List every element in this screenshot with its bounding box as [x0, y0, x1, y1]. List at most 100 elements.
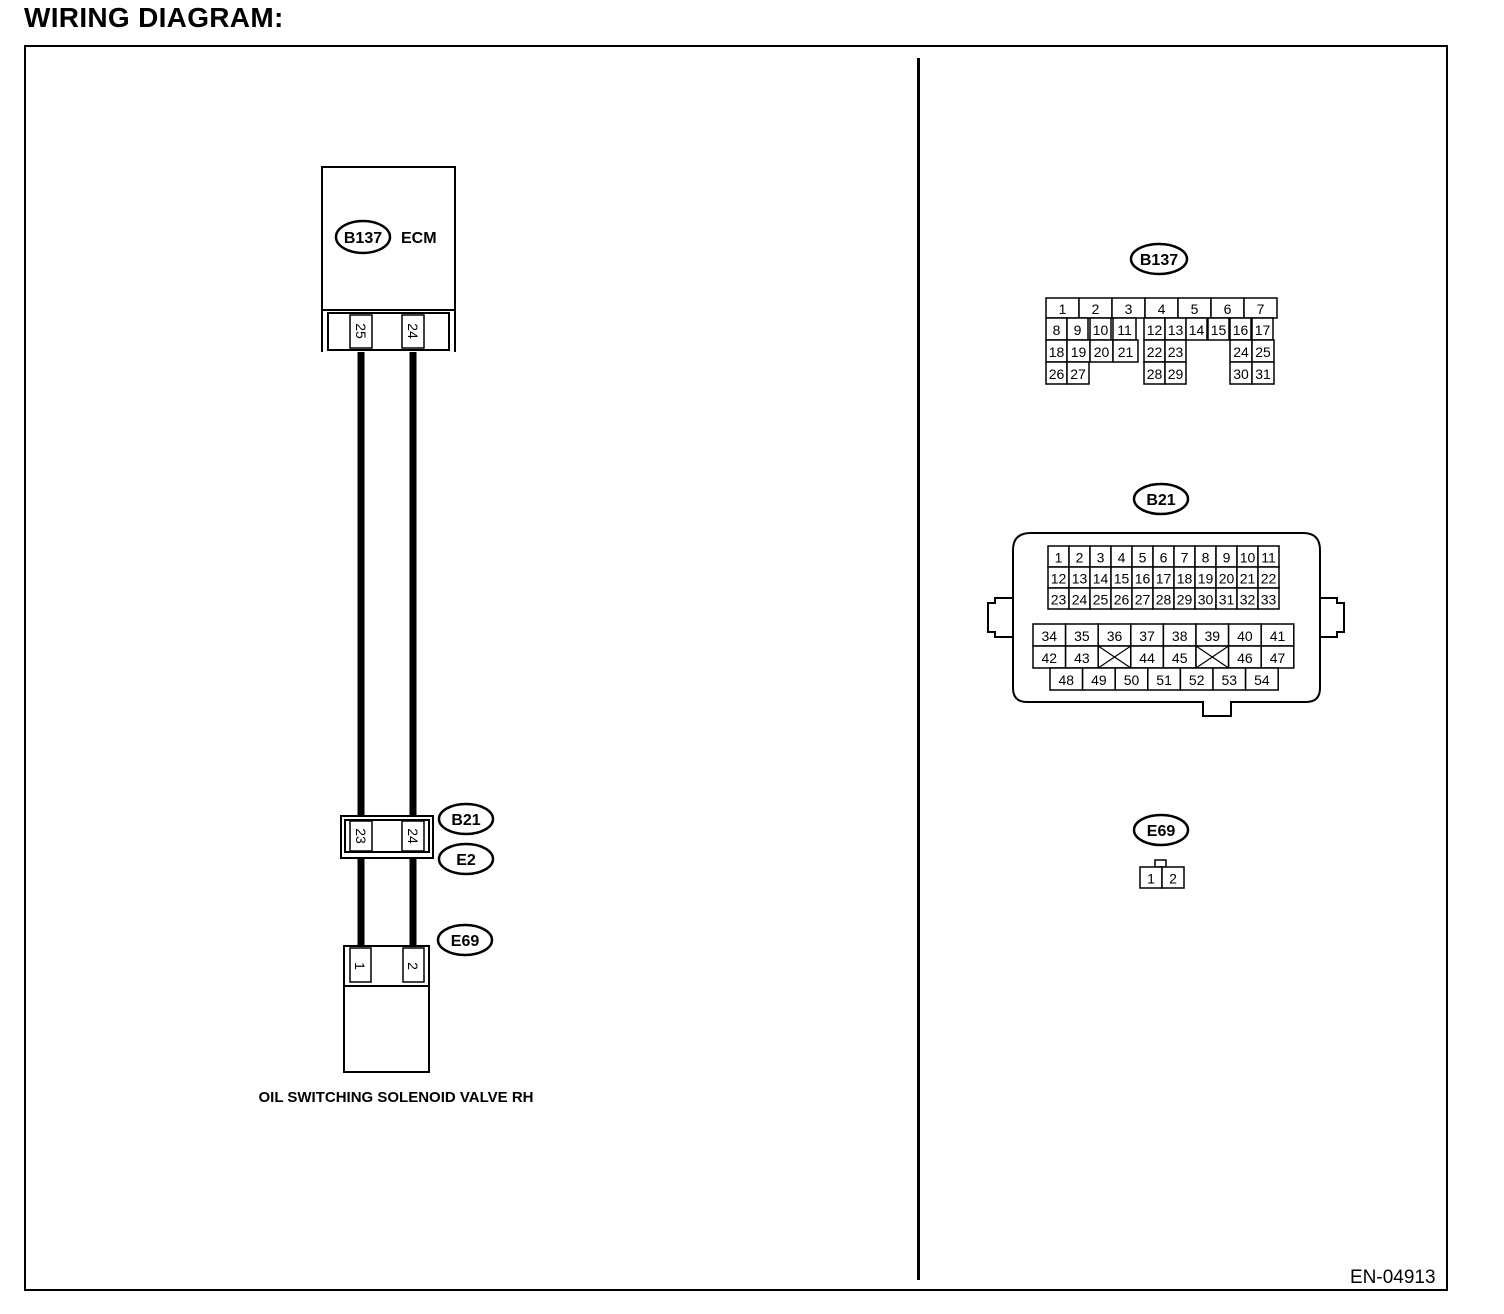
b21-badge	[437, 802, 495, 836]
b137-pin-8: 8	[1053, 322, 1061, 338]
b21-pin-33-cell	[1257, 587, 1280, 610]
b137-pin-15: 15	[1211, 322, 1227, 338]
b21-pin-7: 7	[1181, 550, 1189, 566]
b21-pin-42: 42	[1042, 650, 1058, 666]
b137-pin-14-cell	[1185, 317, 1208, 341]
b137-pin-29-cell	[1164, 361, 1187, 385]
ecm-connector: 25 24	[321, 310, 456, 352]
e69-pin-2: 2	[405, 962, 421, 970]
b137-pin-19: 19	[1071, 344, 1087, 360]
b21-pin-28: 28	[1156, 592, 1172, 608]
b21-pin-13: 13	[1072, 571, 1088, 587]
b21-pin-24: 24	[1072, 592, 1088, 608]
b21-pin-5: 5	[1139, 550, 1147, 566]
b137-pin-31-cell	[1251, 361, 1275, 385]
b21-pin-15: 15	[1114, 571, 1130, 587]
solenoid-body	[343, 985, 430, 1073]
b137-pin-24: 24	[1233, 344, 1249, 360]
b137-pin-2: 2	[1092, 301, 1100, 317]
b21-view-label: B21	[1146, 492, 1175, 509]
b137-pin-4: 4	[1158, 301, 1166, 317]
b21-pin-14: 14	[1093, 571, 1109, 587]
b21-pin-41: 41	[1270, 628, 1286, 644]
b21-pin-19: 19	[1198, 571, 1214, 587]
b21-pin-38: 38	[1172, 628, 1188, 644]
b21-pin-20: 20	[1219, 571, 1235, 587]
b21-pin-4: 4	[1118, 550, 1126, 566]
ecm-pin-25: 25	[353, 323, 369, 339]
e69-pin-1: 1	[352, 962, 368, 970]
b137-pin-22: 22	[1147, 344, 1163, 360]
b21-pin-25: 25	[1093, 592, 1109, 608]
b137-pin-5: 5	[1191, 301, 1199, 317]
b21-pin-34: 34	[1042, 628, 1058, 644]
b137-pin-17: 17	[1255, 322, 1271, 338]
b21-pin-18: 18	[1177, 571, 1193, 587]
b21-pin-37: 37	[1139, 628, 1155, 644]
b21-pin-17: 17	[1156, 571, 1172, 587]
b21-pin-16: 16	[1135, 571, 1151, 587]
b21-pin-50: 50	[1124, 672, 1140, 688]
joint-pin-23: 23	[353, 828, 369, 844]
b137-pin-11: 11	[1117, 322, 1132, 338]
e69-view-pin-2: 2	[1169, 871, 1177, 887]
b21-pin-6: 6	[1160, 550, 1168, 566]
b21-pin-11: 11	[1261, 550, 1276, 566]
b137-pin-18: 18	[1049, 344, 1065, 360]
b21-pin-49: 49	[1091, 672, 1107, 688]
b21-pin-8: 8	[1202, 550, 1210, 566]
e69-view-label: E69	[1147, 823, 1176, 840]
b21-pin-36: 36	[1107, 628, 1123, 644]
b21-pin-3: 3	[1097, 550, 1105, 566]
b21-left-latch	[987, 597, 1013, 638]
b137-pin-14: 14	[1189, 322, 1205, 338]
b21-pin-40: 40	[1237, 628, 1253, 644]
b137-pin-21-cell	[1112, 339, 1139, 363]
b21-pin-43: 43	[1074, 650, 1090, 666]
b21-pin-51: 51	[1156, 672, 1172, 688]
e69-view-pin-2-cell	[1161, 866, 1185, 889]
b137-pin-28: 28	[1147, 366, 1163, 382]
b21-pin-27: 27	[1135, 592, 1151, 608]
b21-pin-52: 52	[1189, 672, 1205, 688]
ecm-pin-24: 24	[405, 323, 421, 339]
b21-pin-33: 33	[1261, 592, 1277, 608]
b21-pin-blank-5-blank-mark	[1195, 645, 1229, 669]
b137-pin-29: 29	[1168, 366, 1184, 382]
b137-pin-27: 27	[1070, 366, 1086, 382]
ecm-connector-badge	[334, 219, 392, 255]
b21-pin-26: 26	[1114, 592, 1130, 608]
wire-harness	[357, 352, 417, 948]
b21-right-latch	[1320, 597, 1345, 638]
b137-view-label: B137	[1140, 252, 1178, 269]
b21-pin-44: 44	[1139, 650, 1155, 666]
b137-pin-9: 9	[1074, 322, 1082, 338]
b21-pin-53: 53	[1222, 672, 1238, 688]
solenoid-label: OIL SWITCHING SOLENOID VALVE RH	[258, 1089, 533, 1106]
diagram-frame	[24, 45, 1448, 1291]
b21-pin-23: 23	[1051, 592, 1067, 608]
solenoid-valve: 1 2 E69 OIL SWITCHING SOLENOID VALVE RH	[258, 923, 534, 1106]
e69-code: E69	[451, 933, 480, 950]
b137-pin-21: 21	[1118, 344, 1134, 360]
joint-connector: 23 24 B21 E2	[340, 802, 495, 876]
e2-code: E2	[456, 852, 476, 869]
b137-pin-15-cell	[1207, 317, 1230, 341]
b21-pin-54-cell	[1244, 667, 1279, 691]
b21-code: B21	[451, 812, 480, 829]
e69-badge	[436, 923, 494, 957]
b21-pin-47: 47	[1270, 650, 1286, 666]
b137-pin-1: 1	[1059, 301, 1067, 317]
b137-pin-26: 26	[1049, 366, 1065, 382]
b21-pin-30: 30	[1198, 592, 1214, 608]
b137-pin-23: 23	[1168, 344, 1184, 360]
b137-pin-12: 12	[1147, 322, 1163, 338]
b21-pin-21: 21	[1240, 571, 1256, 587]
b21-pin-22: 22	[1261, 571, 1277, 587]
b21-pin-29: 29	[1177, 592, 1193, 608]
